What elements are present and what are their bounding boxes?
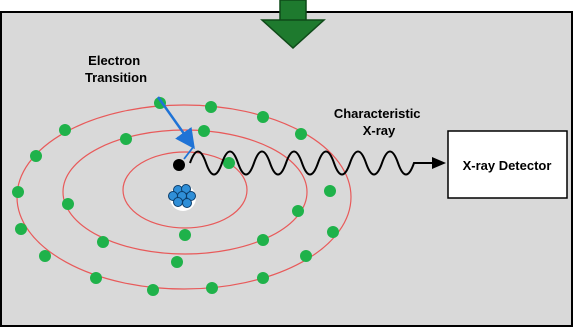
electron-10 [12, 186, 24, 198]
transition-arrow [156, 96, 195, 150]
electron-22 [90, 272, 102, 284]
xray-wave-icon [189, 150, 436, 176]
electron-24 [147, 284, 159, 296]
incident-beam-arrow-icon [260, 0, 326, 50]
electron-21 [300, 250, 312, 262]
electron-4 [59, 124, 71, 136]
electron-12 [292, 205, 304, 217]
electron-16 [179, 229, 191, 241]
electron-20 [171, 256, 183, 268]
electron-13 [324, 185, 336, 197]
electron-5 [120, 133, 132, 145]
orbit-inner [122, 151, 248, 229]
electron-14 [15, 223, 27, 235]
electron-23 [257, 272, 269, 284]
xray-detector-box [447, 130, 568, 199]
electron-7 [295, 128, 307, 140]
electron-18 [327, 226, 339, 238]
electron-3 [257, 111, 269, 123]
electron-9 [223, 157, 235, 169]
characteristic-xray-label: Characteristic X-ray [334, 106, 424, 138]
nucleus-icon [168, 184, 196, 211]
xray-arrowhead [432, 157, 446, 169]
electron-group [12, 97, 339, 296]
transition-arrow-tip [183, 145, 195, 160]
transition-electron [173, 159, 185, 171]
electron-19 [39, 250, 51, 262]
electron-11 [62, 198, 74, 210]
xray-detector-label: X-ray Detector [463, 158, 552, 173]
electron-25 [206, 282, 218, 294]
electron-17 [257, 234, 269, 246]
electron-transition-label: Electron Transition [85, 53, 147, 85]
electron-8 [30, 150, 42, 162]
electron-6 [198, 125, 210, 137]
electron-15 [97, 236, 109, 248]
electron-2 [205, 101, 217, 113]
